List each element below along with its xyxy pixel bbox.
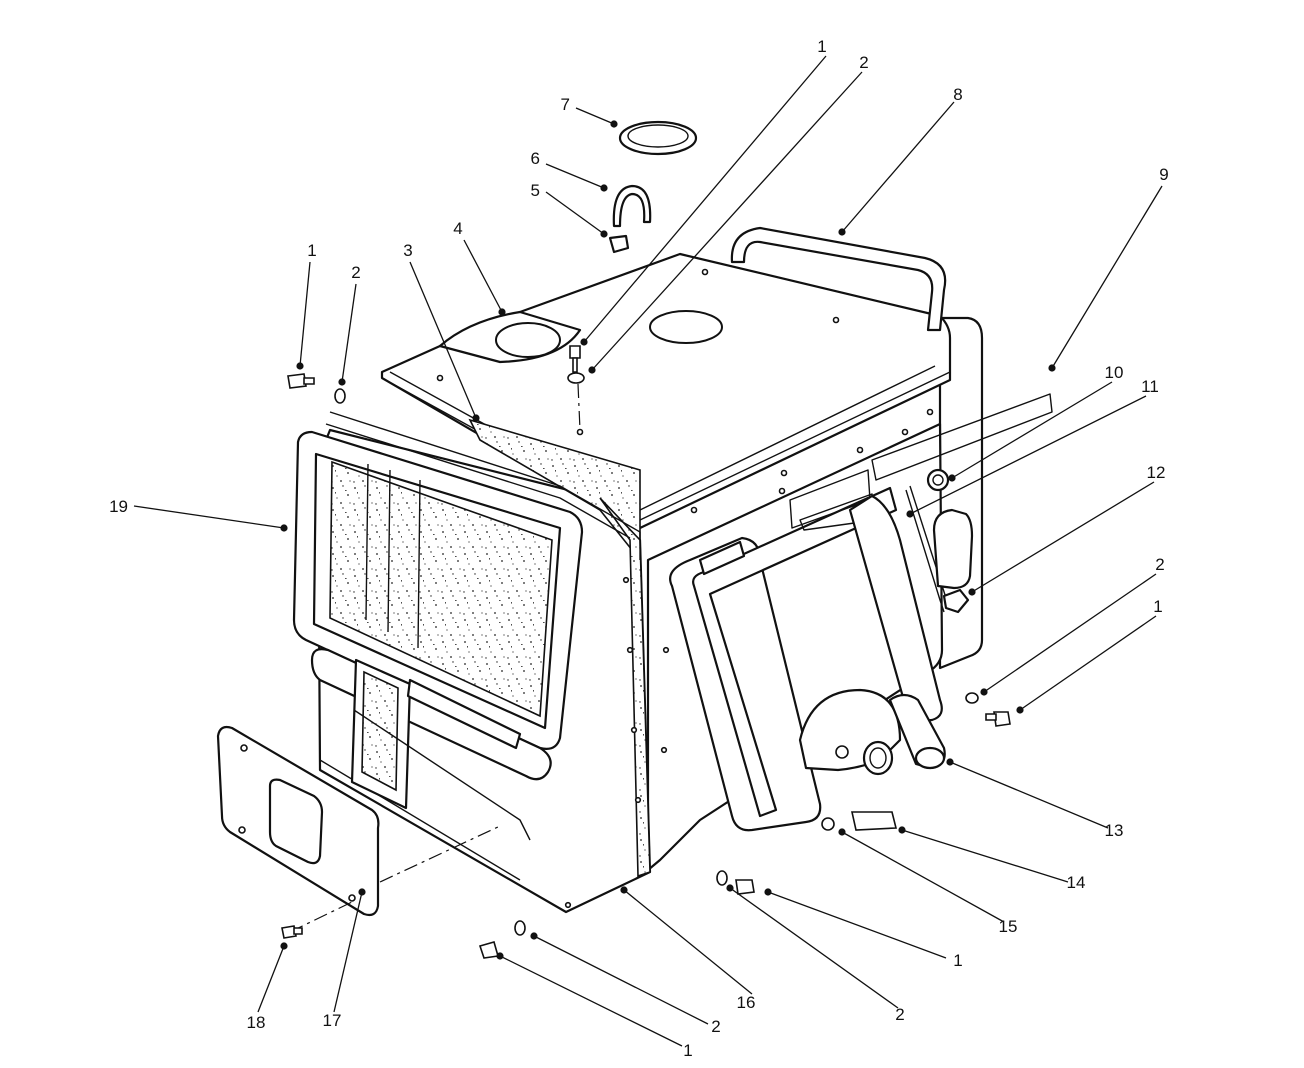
callout-2-right: 2: [1155, 555, 1164, 574]
leader-lines: [133, 55, 1163, 1047]
callout-labels: 1 2 7 6 5 8 9 4 3 1 2 10 11 12 19 2 1 13…: [109, 37, 1169, 1060]
callout-18: 18: [247, 1013, 266, 1032]
callout-13: 13: [1105, 821, 1124, 840]
callout-2-bottom: 2: [711, 1017, 720, 1036]
callout-2-top: 2: [859, 53, 868, 72]
callout-14: 14: [1067, 873, 1086, 892]
callout-4: 4: [453, 219, 462, 238]
callout-5: 5: [531, 181, 540, 200]
callout-8: 8: [953, 85, 962, 104]
callout-2-lowright: 2: [895, 1005, 904, 1024]
top-parts: [567, 120, 698, 431]
callout-9: 9: [1159, 165, 1168, 184]
carry-handle: [730, 226, 947, 332]
callout-19: 19: [109, 497, 128, 516]
callout-12: 12: [1147, 463, 1166, 482]
callout-1-lowright: 1: [953, 951, 962, 970]
callout-1-top: 1: [817, 37, 826, 56]
callout-1-bottom: 1: [683, 1041, 692, 1060]
side-door-frame: [669, 393, 1053, 832]
callout-2-left: 2: [351, 263, 360, 282]
callout-16: 16: [737, 993, 756, 1012]
inspection-plate: [216, 725, 501, 933]
callout-1-right: 1: [1153, 597, 1162, 616]
leader-dots: [280, 120, 1056, 960]
callout-11: 11: [1141, 377, 1159, 396]
callout-17: 17: [323, 1011, 342, 1030]
window-frame: [292, 430, 584, 841]
end-recess: [926, 468, 974, 614]
callout-7: 7: [561, 95, 570, 114]
callout-1-left: 1: [307, 241, 316, 260]
hardware: [281, 373, 1011, 959]
callout-10: 10: [1105, 363, 1124, 382]
callout-3: 3: [403, 241, 412, 260]
crank-lever: [798, 485, 947, 776]
callout-6: 6: [531, 149, 540, 168]
callout-15: 15: [999, 917, 1018, 936]
